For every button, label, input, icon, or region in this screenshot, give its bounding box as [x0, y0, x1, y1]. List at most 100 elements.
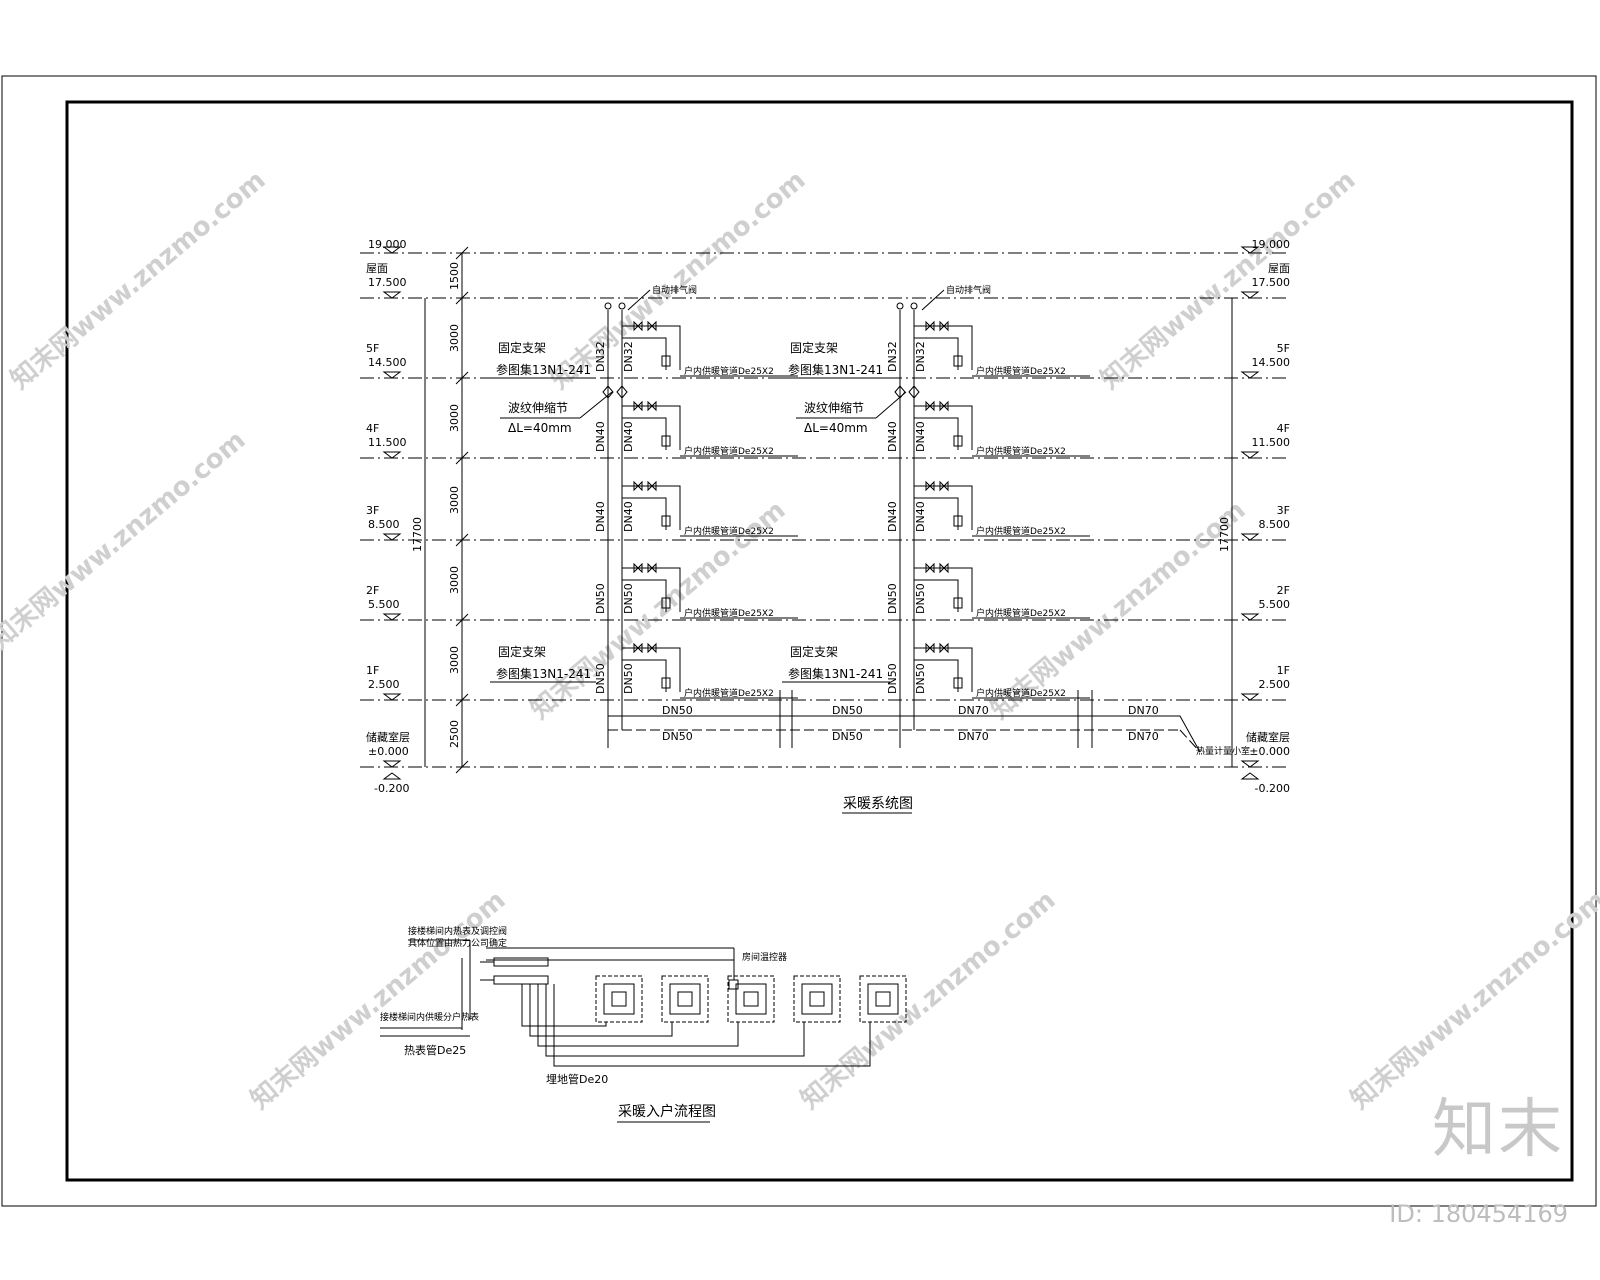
riser-size-label: DN40 — [914, 501, 927, 532]
elevation-floor: 储藏室层 — [366, 730, 410, 744]
elevation-level: 14.500 — [1252, 356, 1291, 369]
fixed-support-label: 固定支架 — [790, 340, 838, 355]
riser-size-label: DN32 — [914, 341, 927, 372]
branch-label: 户内供暖管道De25X2 — [976, 445, 1066, 457]
fixed-support-ref: 参图集13N1-241 — [496, 666, 591, 681]
branch-valve — [647, 400, 657, 412]
main-size: DN70 — [1128, 704, 1159, 717]
branch-label: 户内供暖管道De25X2 — [976, 365, 1066, 377]
elevation-floor: 5F — [366, 342, 379, 355]
heating-coil — [661, 975, 709, 1023]
elevation-floor: 2F — [366, 584, 379, 597]
flow-labels: 接楼梯间内热表及调控阀 具体位置由热力公司确定 房间温控器 接楼梯间内供暖分户热… — [380, 925, 787, 1086]
heat-meter — [953, 435, 963, 447]
elevation-level: 5.500 — [368, 598, 400, 611]
riser-size-label: DN50 — [622, 663, 635, 694]
riser-size-label: DN40 — [594, 501, 607, 532]
meter-room-label: 热量计量小室 — [1196, 745, 1250, 757]
main-size: DN50 — [832, 730, 863, 743]
branch-pipe — [952, 579, 959, 612]
expansion-joint — [908, 385, 920, 399]
expansion-joint-dl: ΔL=40mm — [508, 421, 572, 435]
branch-pipe — [670, 485, 681, 530]
watermark: 知末网www.znzmo.com — [5, 165, 271, 395]
coil-loop-group — [521, 975, 907, 1067]
elevation-floor: 4F — [1277, 422, 1290, 435]
flow-note: 房间温控器 — [742, 951, 787, 963]
branch-valve — [633, 400, 643, 412]
height-dim: 1500 — [448, 262, 461, 290]
main-size: DN50 — [662, 730, 693, 743]
elevation-level: 17.500 — [1252, 276, 1291, 289]
expansion-joint-label: 波纹伸缩节 — [508, 400, 568, 415]
riser-size-label: DN40 — [914, 421, 927, 452]
elevation-level: 17.500 — [368, 276, 407, 289]
coil-feed-pipe — [553, 984, 871, 1067]
fixed-support-label: 固定支架 — [790, 644, 838, 659]
total-height-dim: 17700 — [1218, 517, 1231, 552]
watermark: 知末网www.znzmo.com — [245, 885, 511, 1115]
height-dim: 3000 — [448, 646, 461, 674]
heat-meter — [953, 515, 963, 527]
elevation-floor: 4F — [366, 422, 379, 435]
elevation-floor: 2F — [1277, 584, 1290, 597]
heating-coil — [801, 983, 833, 1015]
riser-size-label: DN50 — [914, 583, 927, 614]
elevation-floor: 屋面 — [1268, 262, 1290, 275]
heat-meter — [661, 435, 671, 447]
elevation-level: 19.000 — [1252, 238, 1291, 251]
elevation-level: 2.500 — [368, 678, 400, 691]
watermark: 知末网www.znzmo.com — [545, 165, 811, 395]
elevation-markers — [382, 246, 1260, 780]
heat-meter — [661, 515, 671, 527]
air-vent-label: 自动排气阀 — [652, 284, 697, 296]
fixed-support-ref: 参图集13N1-241 — [496, 362, 591, 377]
branch-pipe — [952, 497, 959, 530]
total-height-dim: 17700 — [411, 517, 424, 552]
heat-meter — [953, 597, 963, 609]
elevation-floor: 5F — [1277, 342, 1290, 355]
elevation-floor: 3F — [366, 504, 379, 517]
main-size: DN50 — [832, 704, 863, 717]
heating-coil — [735, 983, 767, 1015]
branch-label: 户内供暖管道De25X2 — [684, 365, 774, 377]
flow-note: 接楼梯间内供暖分户热表 — [380, 1011, 479, 1023]
branch-pipe — [670, 647, 681, 692]
branch-pipe — [660, 417, 667, 450]
heating-coil — [669, 983, 701, 1015]
heating-coil — [727, 975, 775, 1023]
main-pipe-labels: DN50 DN50 DN50 DN50 DN70 DN70 DN70 DN70 … — [662, 704, 1250, 757]
branch-valve — [647, 562, 657, 574]
branch-pipe — [962, 485, 973, 530]
air-vent-label: 自动排气阀 — [946, 284, 991, 296]
outer-border — [1, 75, 1597, 1207]
elevation-level: ±0.000 — [1249, 745, 1290, 758]
air-vent — [896, 302, 904, 310]
image-id: ID: 180454169 — [1389, 1200, 1568, 1228]
elevation-level: 19.000 — [368, 238, 407, 251]
fixed-support-ref: 参图集13N1-241 — [788, 362, 883, 377]
elevation-level: ±0.000 — [368, 745, 409, 758]
main-size: DN50 — [662, 704, 693, 717]
flow-diagram — [380, 939, 907, 1067]
heat-meter — [953, 677, 963, 689]
branch-valve — [925, 480, 935, 492]
branch-valve — [939, 562, 949, 574]
branch-pipe — [660, 497, 667, 530]
fixed-support-ref: 参图集13N1-241 — [788, 666, 883, 681]
heating-coil — [677, 991, 693, 1007]
riser-size-label: DN50 — [886, 583, 899, 614]
elevation-labels-right: 19.000 屋面 17.500 5F 14.500 4F 11.500 3F … — [1246, 238, 1290, 795]
branch-pipe — [670, 325, 681, 370]
main-size: DN70 — [958, 704, 989, 717]
riser-size-label: DN50 — [594, 663, 607, 694]
elevation-level: 11.500 — [368, 436, 407, 449]
branch-valve — [647, 320, 657, 332]
elevation-level: 14.500 — [368, 356, 407, 369]
elevation-level: -0.200 — [1255, 782, 1290, 795]
fixed-support-label: 固定支架 — [498, 340, 546, 355]
riser-size-label: DN32 — [594, 341, 607, 372]
branch-pipe — [660, 659, 667, 692]
elevation-floor: 1F — [366, 664, 379, 677]
elevation-level: 2.500 — [1259, 678, 1291, 691]
